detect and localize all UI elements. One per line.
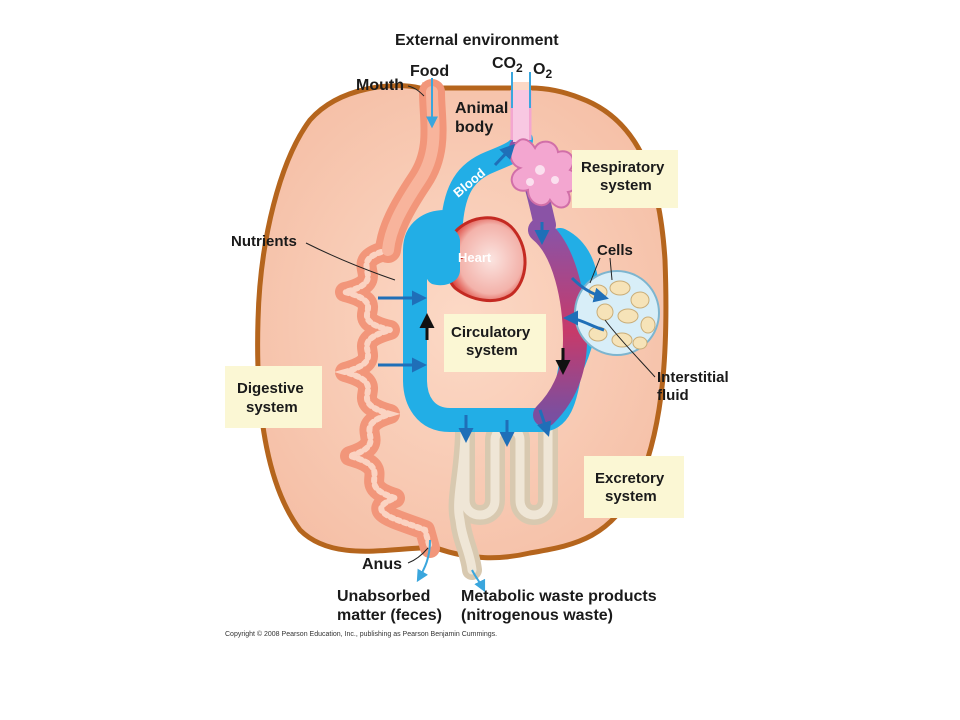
feces-arrow: [416, 539, 431, 583]
label-food: Food: [410, 63, 449, 80]
label-mouth: Mouth: [356, 77, 404, 94]
nutrients-leader: [305, 242, 396, 281]
blood-to-lung-arrow: [493, 143, 516, 167]
interstitial-leader: [604, 319, 656, 378]
mouth-leader: [407, 85, 425, 97]
heart: [422, 216, 527, 302]
label-excretory-2: system: [605, 488, 657, 505]
label-circulatory-1: Circulatory: [451, 324, 531, 341]
anus-leader: [407, 547, 429, 564]
from-cells-arrow: [563, 310, 605, 332]
excretory-arrow-3: [537, 409, 552, 437]
label-animal-body-2: body: [455, 119, 493, 136]
label-co2: CO2: [492, 55, 523, 75]
label-metabolic-1: Metabolic waste products: [461, 588, 657, 605]
label-interstitial-1: Interstitial: [657, 369, 729, 386]
label-digestive-1: Digestive: [237, 380, 304, 397]
label-excretory-1: Excretory: [595, 470, 665, 487]
label-unabsorbed-2: matter (feces): [337, 607, 442, 624]
digestive-label-box: [225, 366, 322, 428]
label-respiratory-1: Respiratory: [581, 159, 665, 176]
label-nutrients: Nutrients: [231, 233, 297, 250]
label-external-environment: External environment: [395, 32, 559, 49]
to-cells-arrow: [570, 276, 609, 303]
label-respiratory-2: system: [600, 177, 652, 194]
excretory-label-box: [584, 456, 684, 518]
label-interstitial-2: fluid: [657, 387, 689, 404]
label-unabsorbed-1: Unabsorbed: [337, 588, 430, 605]
cells-tissue: [574, 270, 660, 356]
label-cells: Cells: [597, 242, 633, 259]
label-metabolic-2: (nitrogenous waste): [461, 607, 613, 624]
cells-leader-1: [589, 257, 601, 284]
circulatory-label-box: [444, 314, 546, 372]
label-o2: O2: [533, 61, 552, 81]
label-heart: Heart: [458, 250, 492, 265]
label-animal-body-1: Animal: [455, 100, 508, 117]
label-circulatory-2: system: [466, 342, 518, 359]
metabolic-waste-arrow: [471, 569, 486, 593]
label-anus: Anus: [362, 556, 402, 573]
respiratory-label-box: [572, 150, 678, 208]
copyright-notice: Copyright © 2008 Pearson Education, Inc.…: [225, 630, 497, 638]
cells-leader-2: [609, 257, 613, 281]
digestive-tract: [333, 79, 447, 558]
label-digestive-2: system: [246, 399, 298, 416]
